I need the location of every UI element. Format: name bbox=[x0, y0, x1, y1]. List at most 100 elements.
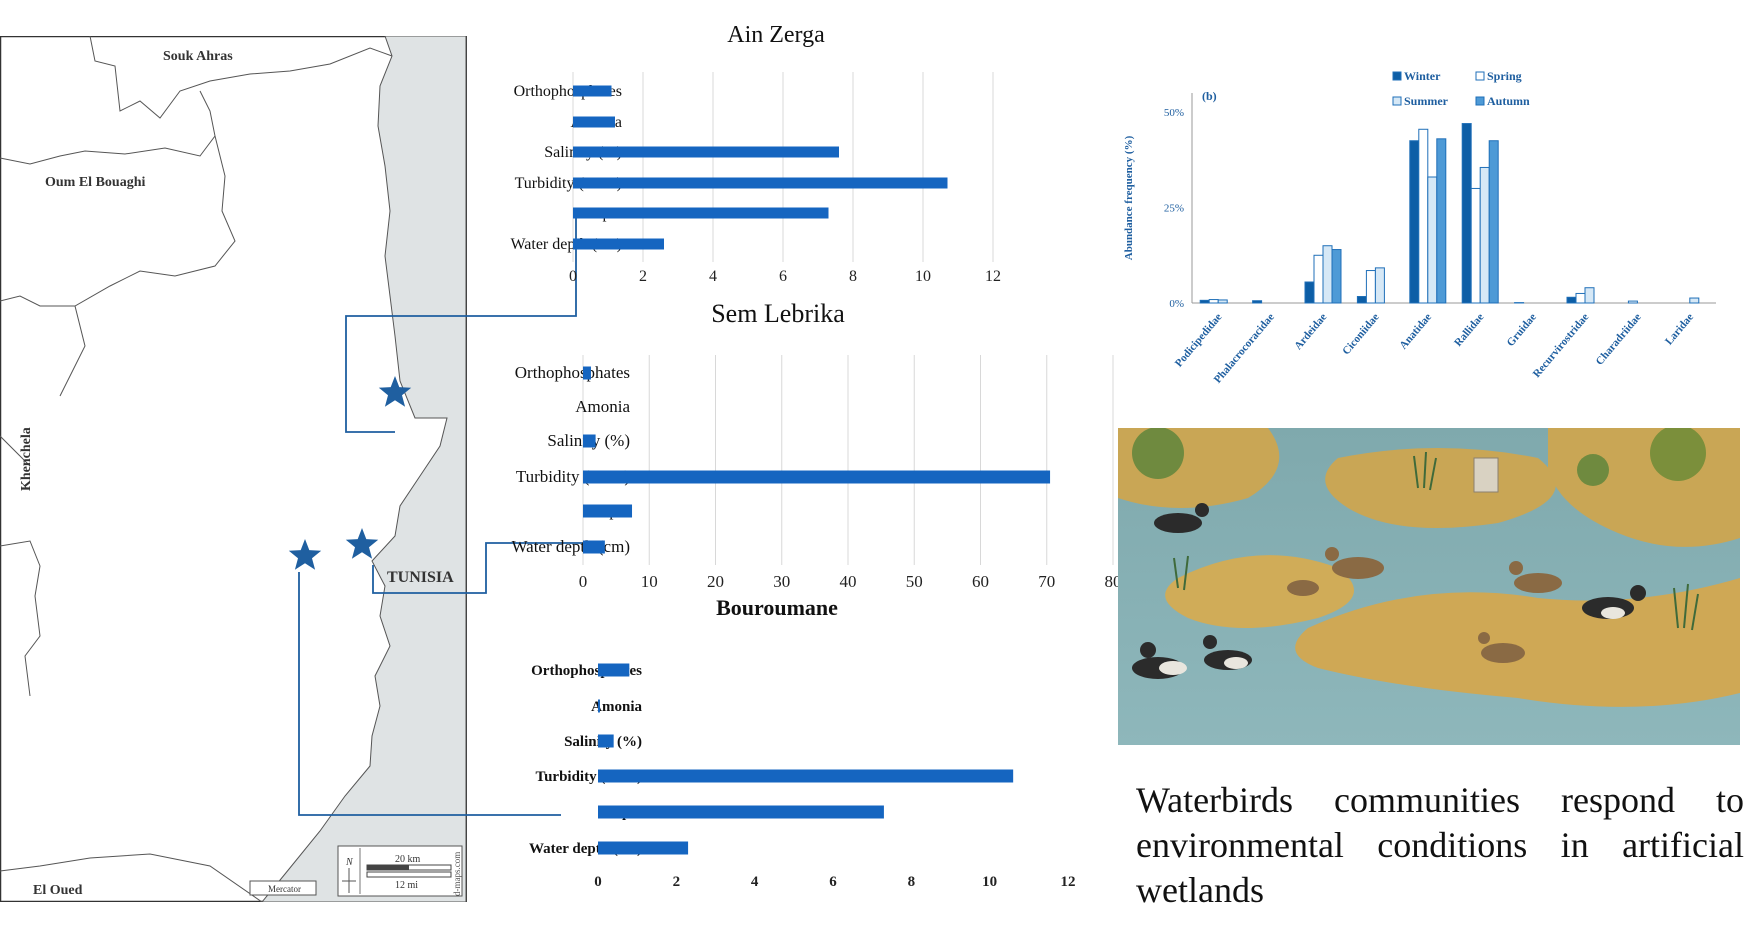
bar bbox=[573, 85, 612, 97]
abundance-bar bbox=[1689, 297, 1700, 304]
y-tick-label: 50% bbox=[1164, 107, 1184, 119]
category-label: Rallidae bbox=[1452, 311, 1486, 349]
bar bbox=[573, 207, 829, 219]
legend-label: Autumn bbox=[1487, 94, 1530, 108]
map-label-tunisia: TUNISIA bbox=[387, 569, 454, 586]
x-tick-label: 2 bbox=[673, 874, 681, 890]
scale-mi: 12 mi bbox=[395, 880, 418, 891]
map-credit: d-maps.com bbox=[452, 852, 462, 896]
x-tick-label: 6 bbox=[829, 874, 837, 890]
map-scale-box: N 20 km 12 mi bbox=[337, 845, 463, 897]
bar bbox=[583, 434, 596, 448]
region-map: Souk Ahras Oum El Bouaghi Khenchela El O… bbox=[0, 36, 467, 902]
abundance-bar bbox=[1208, 299, 1219, 304]
abundance-bar bbox=[1217, 299, 1228, 304]
bar bbox=[598, 841, 689, 855]
map-label-oum-el-bouaghi: Oum El Bouaghi bbox=[45, 175, 145, 190]
x-tick-label: 70 bbox=[1038, 572, 1055, 591]
x-tick-label: 50 bbox=[906, 572, 923, 591]
x-tick-label: 10 bbox=[641, 572, 658, 591]
abundance-bar bbox=[1365, 270, 1376, 304]
bar bbox=[598, 734, 614, 748]
y-tick-label: 0% bbox=[1169, 298, 1184, 310]
abundance-bar bbox=[1252, 300, 1263, 304]
bar-chart-1: Ain Zerga024681012OrthophosphatesAmoniaS… bbox=[510, 22, 1001, 285]
x-tick-label: 20 bbox=[707, 572, 724, 591]
x-tick-label: 12 bbox=[1061, 874, 1076, 890]
x-tick-label: 80 bbox=[1105, 572, 1121, 591]
abundance-bar bbox=[1418, 128, 1429, 304]
y-axis-label: Abundance frequency (%) bbox=[1123, 135, 1135, 260]
category-label: Ciconiidae bbox=[1340, 311, 1381, 357]
category-label: Amonia bbox=[591, 699, 642, 715]
site-star-ain-zerga bbox=[378, 376, 412, 407]
legend-swatch bbox=[1392, 96, 1402, 106]
x-tick-label: 12 bbox=[985, 268, 1001, 285]
legend-swatch bbox=[1475, 71, 1485, 81]
abundance-bar bbox=[1436, 138, 1447, 304]
category-label: Laridae bbox=[1663, 311, 1696, 347]
abundance-bar bbox=[1627, 300, 1638, 304]
x-tick-label: 10 bbox=[915, 268, 931, 285]
caption-text: Waterbirds communities respond to enviro… bbox=[1136, 780, 1744, 910]
bar bbox=[583, 470, 1051, 484]
x-tick-label: 0 bbox=[579, 572, 588, 591]
abundance-bar bbox=[1488, 140, 1499, 304]
abundance-bar bbox=[1461, 123, 1472, 304]
category-label: Gruidae bbox=[1505, 311, 1539, 349]
category-label: Charadriidae bbox=[1594, 311, 1644, 367]
x-tick-label: 0 bbox=[569, 268, 577, 285]
chart-title: Bouroumane bbox=[716, 595, 838, 620]
legend-label: Spring bbox=[1487, 69, 1522, 83]
category-label: Anatidae bbox=[1397, 311, 1434, 352]
bar bbox=[573, 146, 839, 158]
abundance-bar bbox=[1374, 267, 1385, 304]
category-label: Recurvirostridae bbox=[1531, 311, 1592, 380]
panel-label: (b) bbox=[1202, 89, 1217, 103]
projection-box: Mercator bbox=[249, 880, 317, 896]
abundance-bar bbox=[1199, 299, 1210, 304]
category-label: Amonia bbox=[575, 397, 630, 416]
bar bbox=[583, 504, 633, 518]
bar bbox=[573, 116, 615, 128]
abundance-bar bbox=[1479, 166, 1490, 304]
category-label: Podicipedidae bbox=[1173, 311, 1225, 369]
water-quality-charts: Ain Zerga024681012OrthophosphatesAmoniaS… bbox=[510, 22, 1120, 890]
x-tick-label: 30 bbox=[773, 572, 790, 591]
legend-label: Summer bbox=[1404, 94, 1449, 108]
abundance-bar bbox=[1409, 140, 1420, 304]
chart-title: Sem Lebrika bbox=[711, 299, 845, 328]
bar bbox=[583, 540, 605, 554]
x-tick-label: 8 bbox=[849, 268, 857, 285]
y-tick-label: 25% bbox=[1164, 203, 1184, 215]
bar bbox=[573, 238, 664, 250]
projection-label: Mercator bbox=[268, 884, 301, 894]
tunisia-area bbox=[261, 36, 467, 902]
x-tick-label: 4 bbox=[709, 268, 717, 285]
x-tick-label: 40 bbox=[840, 572, 857, 591]
chart-title: Ain Zerga bbox=[727, 22, 825, 48]
abundance-bar bbox=[1356, 296, 1367, 304]
abundance-bar bbox=[1470, 187, 1481, 304]
map-label-khenchela: Khenchela bbox=[19, 427, 34, 491]
x-tick-label: 4 bbox=[751, 874, 759, 890]
abundance-bar bbox=[1304, 281, 1315, 304]
bar bbox=[583, 366, 591, 380]
scale-km: 20 km bbox=[395, 854, 421, 865]
north-label: N bbox=[345, 857, 354, 868]
abundance-bar bbox=[1322, 245, 1333, 304]
bar bbox=[598, 805, 884, 819]
category-label: Water depth (cm) bbox=[511, 537, 630, 556]
abundance-bar bbox=[1575, 292, 1586, 304]
bar bbox=[573, 177, 948, 189]
legend-swatch bbox=[1475, 96, 1485, 106]
category-label: Ardeidae bbox=[1292, 311, 1329, 352]
bar bbox=[598, 699, 600, 713]
legend-label: Winter bbox=[1404, 69, 1441, 83]
x-tick-label: 8 bbox=[908, 874, 916, 890]
abundance-bar bbox=[1584, 287, 1595, 304]
x-tick-label: 60 bbox=[972, 572, 989, 591]
